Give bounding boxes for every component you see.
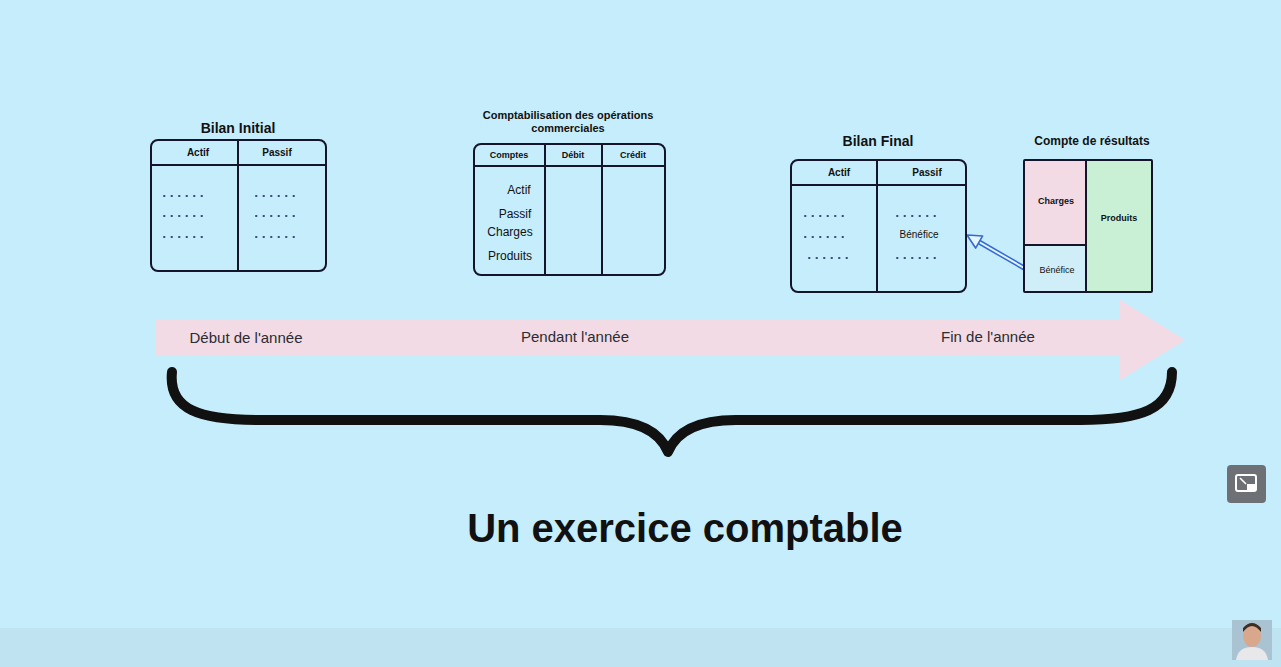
table-grid bbox=[151, 140, 966, 292]
table-heading: Bilan Initial bbox=[201, 120, 276, 137]
pip-button bbox=[1227, 465, 1266, 503]
node-label: Compte de résultats bbox=[1034, 134, 1149, 148]
node-label: Bénéfice bbox=[1039, 265, 1074, 276]
income-statement: Compte de résultatsChargesProduitsBénéfi… bbox=[1023, 159, 1153, 293]
revenue-cell: Produits bbox=[1087, 161, 1151, 291]
balance-table: Bilan InitialActifPassif bbox=[150, 139, 327, 272]
band-arrow-fill bbox=[155, 300, 1185, 380]
node-label: Passif bbox=[262, 147, 291, 159]
bottom-strip bbox=[0, 628, 1281, 667]
balance-table: Bilan FinalActifPassifBénéfice bbox=[790, 159, 967, 293]
node-label: Actif bbox=[828, 167, 850, 179]
node-label: Pendant l'année bbox=[521, 328, 629, 346]
arrow-shaft-inner bbox=[977, 241, 1025, 268]
hollow-arrow bbox=[967, 235, 1025, 269]
node-label: Charges bbox=[1038, 196, 1074, 207]
node-label: Début de l'année bbox=[190, 329, 303, 347]
table-heading: Bilan Final bbox=[843, 133, 914, 150]
timeline-band: Début de l'année Pendant l'année Fin de l'… bbox=[155, 300, 1190, 380]
node-label: Fin de l'année bbox=[941, 328, 1035, 346]
node-label: Crédit bbox=[620, 150, 646, 161]
node-label: Charges bbox=[487, 225, 532, 239]
journal-table: Comptabilisation des opérations commerci… bbox=[473, 143, 666, 276]
node-label: Débit bbox=[562, 150, 585, 161]
node-label: Passif bbox=[499, 207, 532, 221]
arrow-head bbox=[967, 235, 983, 248]
caption: Un exercice comptable bbox=[467, 504, 903, 552]
arrow-shaft bbox=[977, 241, 1025, 268]
placeholder-dots bbox=[164, 196, 941, 258]
node-label: Passif bbox=[912, 167, 941, 179]
node-label: Actif bbox=[187, 147, 209, 159]
expenses-cell: Charges bbox=[1025, 161, 1087, 246]
presenter-avatar bbox=[1232, 620, 1272, 660]
node-label: Comptes bbox=[490, 150, 529, 161]
node-label: Actif bbox=[507, 183, 530, 197]
node-label: Produits bbox=[1101, 213, 1138, 224]
node-label: Bénéfice bbox=[900, 229, 939, 241]
profit-cell: Bénéfice bbox=[1025, 246, 1087, 291]
table-heading: Comptabilisation des opérations commerci… bbox=[463, 109, 673, 135]
curly-brace bbox=[172, 372, 1172, 452]
node-label: Produits bbox=[488, 249, 532, 263]
